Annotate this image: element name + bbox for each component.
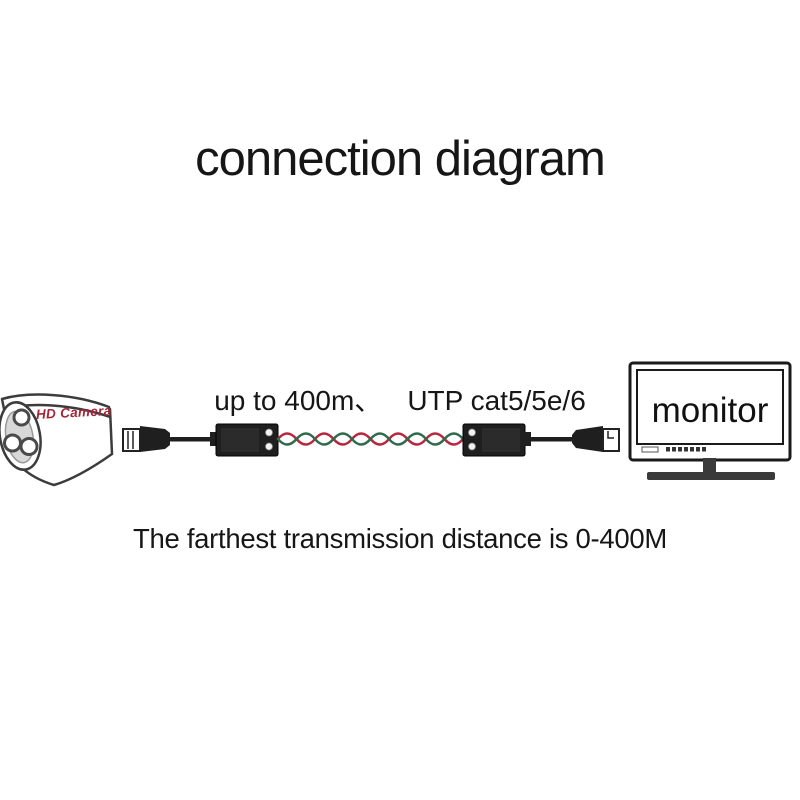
balun-left-screw-bottom: [265, 442, 273, 451]
bnc-right-body: [572, 426, 603, 452]
monitor-buttons: [666, 447, 706, 452]
balun-right-screw-top: [468, 428, 476, 437]
hd-camera-icon: [0, 393, 114, 487]
camera-ir-led-left: [3, 433, 22, 453]
balun-right-screw-bottom: [468, 442, 476, 451]
bnc-left-body: [140, 426, 170, 452]
cable-label: up to 400m、 UTP cat5/5e/6: [0, 379, 800, 419]
balun-left-icon: [210, 423, 279, 457]
page-title: connection diagram: [195, 132, 606, 186]
transmission-note: The farthest transmission distance is 0-…: [133, 523, 667, 554]
cable-label-cabletype: UTP cat5/5e/6: [407, 385, 586, 416]
balun-left-screw-top: [265, 428, 273, 437]
connection-link-icon: [122, 423, 620, 457]
balun-right-icon: [462, 423, 531, 457]
bnc-left-tip: [122, 428, 141, 452]
monitor-screen: [636, 369, 784, 445]
cable-label-distance: up to 400m、: [214, 385, 383, 416]
camera-lens-circle: [12, 408, 31, 427]
bnc-connector-right-icon: [529, 426, 620, 452]
bnc-right-bayonet-slot: [607, 431, 614, 439]
bnc-left-cable: [169, 437, 216, 442]
monitor-stand-base: [647, 472, 775, 480]
wire-green: [276, 432, 465, 446]
balun-left-inner: [221, 428, 259, 452]
twisted-pair-icon: [276, 432, 465, 446]
balun-right-tab: [523, 432, 531, 446]
monitor-stand: [647, 458, 775, 480]
bnc-connector-left-icon: [122, 426, 216, 452]
balun-left-tab: [210, 432, 218, 446]
monitor-icon: [628, 361, 792, 480]
bnc-right-cable: [529, 437, 575, 442]
monitor-bezel-slot: [641, 446, 659, 453]
monitor-label: monitor: [651, 391, 769, 430]
bnc-right-tip: [602, 428, 620, 452]
camera-ir-led-right: [19, 437, 39, 456]
balun-right-inner: [482, 428, 520, 452]
monitor-stand-post: [703, 458, 716, 475]
